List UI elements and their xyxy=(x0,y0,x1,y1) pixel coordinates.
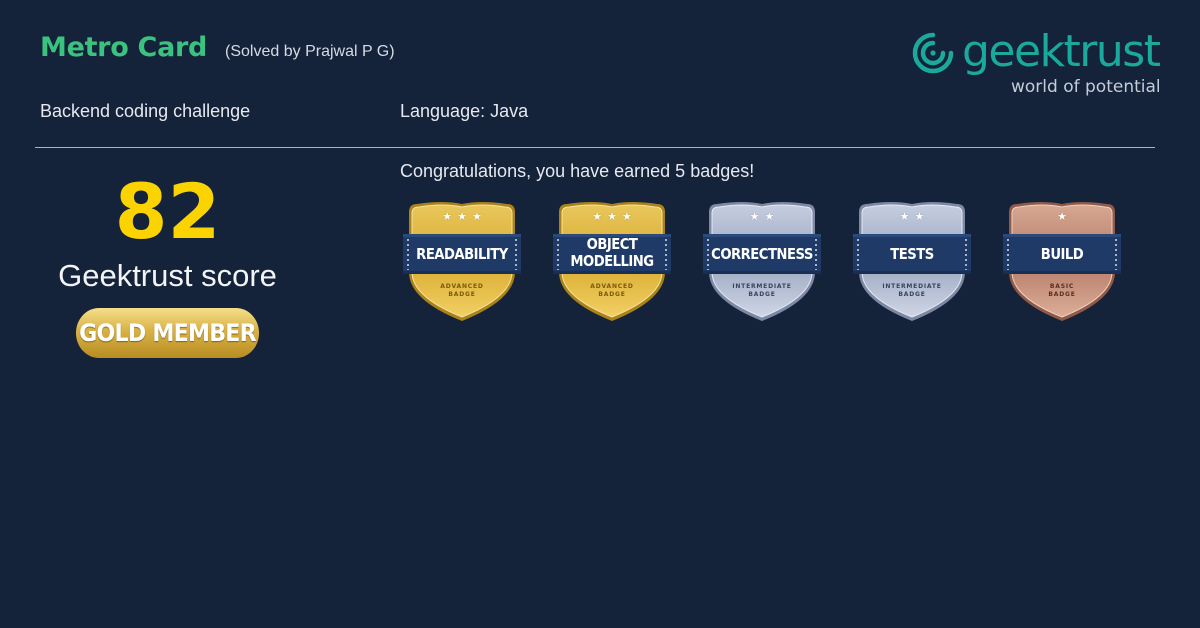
badge-shield-icon xyxy=(703,202,821,321)
challenge-type: Backend coding challenge xyxy=(40,101,251,121)
geektrust-logo: geektrust world of potential xyxy=(912,26,1162,108)
star-icon: ★ xyxy=(592,211,608,223)
star-icon: ★ xyxy=(749,211,765,223)
badge-name: CORRECTNESS xyxy=(711,245,813,263)
badge-shield-icon xyxy=(1003,202,1121,321)
star-icon: ★ xyxy=(442,211,458,223)
badge-stars: ★★ xyxy=(853,210,971,223)
score-label: Geektrust score xyxy=(58,258,277,293)
star-icon: ★ xyxy=(621,211,637,223)
badge-shield-icon xyxy=(403,202,521,321)
logo-wordmark: geektrust xyxy=(962,26,1161,77)
star-icon: ★ xyxy=(607,211,622,223)
badge-name: BUILD xyxy=(1040,245,1084,263)
badges-congrats-text: Congratulations, you have earned 5 badge… xyxy=(400,161,755,181)
geektrust-logo-icon xyxy=(912,32,954,74)
star-icon: ★ xyxy=(1057,211,1072,223)
badge-stars: ★ xyxy=(1003,210,1121,223)
badge-stars: ★★★ xyxy=(553,210,671,223)
score-value: 82 xyxy=(114,167,221,256)
badge-name: TESTS xyxy=(890,245,934,263)
star-icon: ★ xyxy=(764,211,780,223)
badge-shield-icon xyxy=(853,202,971,321)
badge-name: READABILITY xyxy=(416,245,508,263)
star-icon: ★ xyxy=(457,211,472,223)
badge-stars: ★★ xyxy=(703,210,821,223)
badge-stars: ★★★ xyxy=(403,210,521,223)
score-block: 82 Geektrust score GOLD MEMBER xyxy=(40,168,295,358)
gold-member-badge: GOLD MEMBER xyxy=(75,308,260,358)
header-divider xyxy=(35,147,1155,148)
challenge-title: Metro Card xyxy=(40,32,208,63)
star-icon: ★ xyxy=(914,211,930,223)
star-icon: ★ xyxy=(899,211,915,223)
logo-tagline: world of potential xyxy=(1011,77,1161,97)
language-label: Language: Java xyxy=(400,101,529,121)
badge-shield-icon xyxy=(553,202,671,321)
header-title-row: Metro Card (Solved by Prajwal P G) xyxy=(40,32,395,63)
solved-by-text: (Solved by Prajwal P G) xyxy=(225,43,395,60)
star-icon: ★ xyxy=(471,211,487,223)
